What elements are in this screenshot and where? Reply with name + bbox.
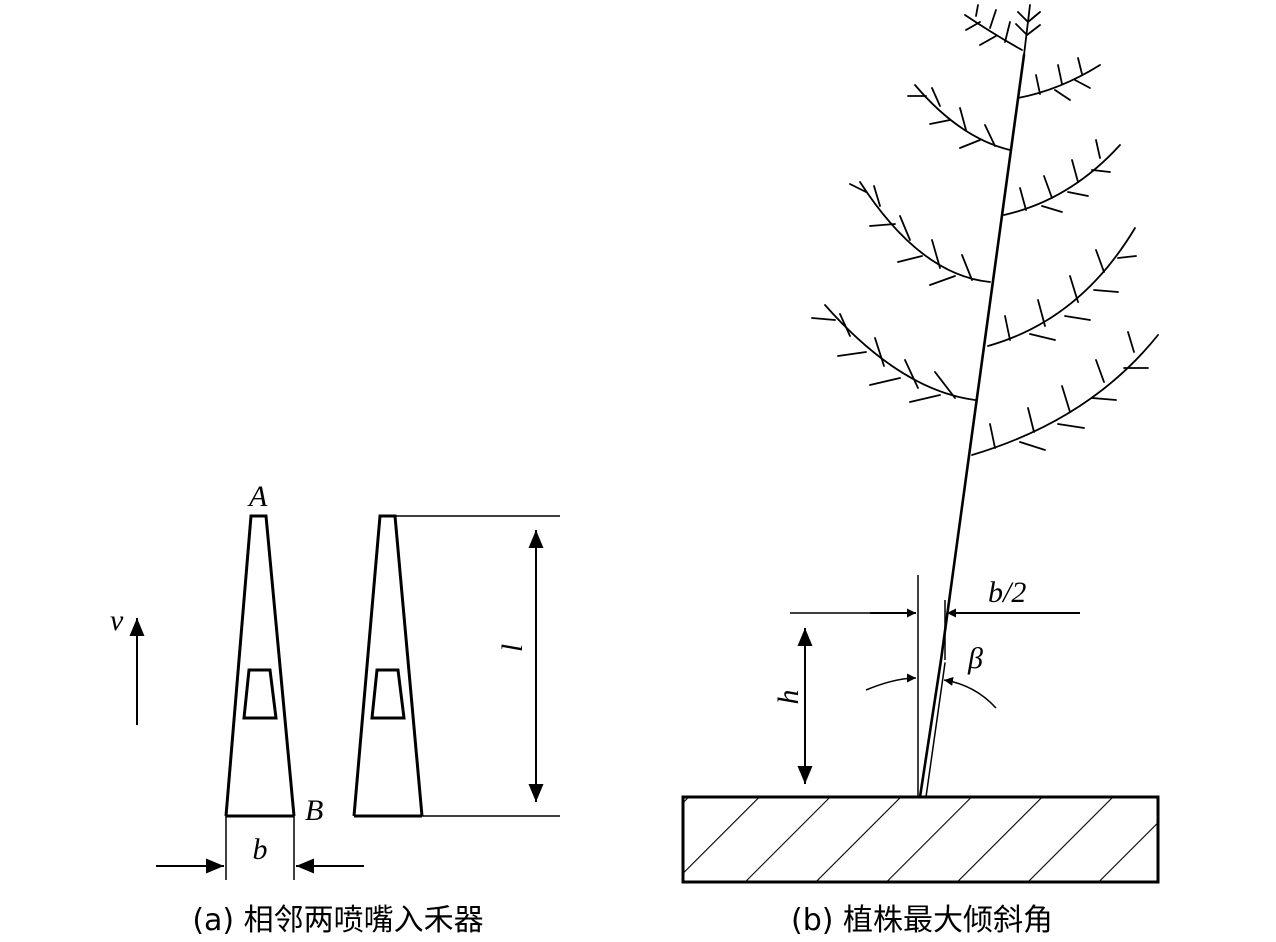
nozzle-window-left: [242, 668, 278, 720]
caption-b: (b) 植株最大倾斜角: [791, 903, 1053, 938]
crop-divider-right: [352, 514, 424, 818]
branch: [811, 4, 1159, 456]
point-a-label: A: [247, 480, 268, 513]
half-width-label: b/2: [988, 576, 1026, 609]
panel-b: b/2 h β (b) 植株最大倾斜角: [681, 4, 1160, 938]
point-b-label: B: [305, 794, 323, 827]
ground-block: [681, 795, 1160, 884]
height-label: h: [772, 690, 805, 705]
angle-label: β: [967, 642, 983, 675]
width-label: b: [253, 833, 268, 866]
length-label: l: [496, 644, 529, 652]
velocity-label: v: [110, 604, 124, 637]
width-dimension: b: [156, 816, 364, 880]
caption-a: (a) 相邻两喷嘴入禾器: [192, 903, 483, 938]
plant-stem: [918, 53, 1026, 799]
nozzle-window-right: [370, 668, 406, 720]
height-dimension: h: [772, 628, 813, 784]
length-dimension: l: [395, 515, 560, 817]
half-width-dimension: b/2: [790, 576, 1080, 618]
panel-a: v A B l b (a): [110, 480, 560, 938]
plant: [811, 4, 1159, 799]
crop-divider-left: [224, 514, 296, 818]
tilt-angle: β: [865, 642, 997, 709]
